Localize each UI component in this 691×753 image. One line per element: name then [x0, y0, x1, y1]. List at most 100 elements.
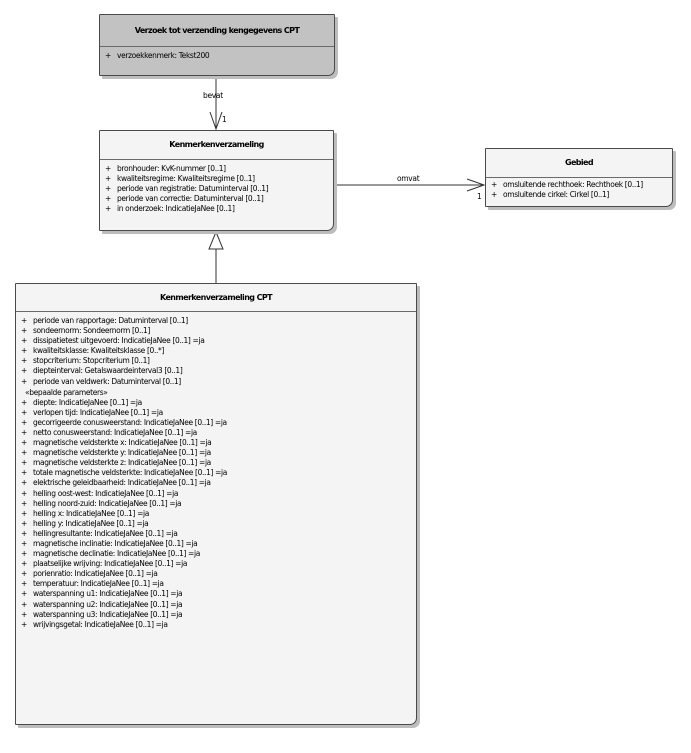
omvat-arrowhead: [466, 178, 486, 192]
attribute-compartment: + periode van rapportage: Datuminterval […: [16, 311, 416, 630]
visibility-marker: +: [21, 549, 28, 559]
visibility-marker: +: [21, 366, 28, 376]
attribute-row[interactable]: +magnetische veldsterkte x: IndicatieJaN…: [16, 438, 416, 448]
attribute-row[interactable]: +verzoekkenmerk: Tekst200: [100, 51, 334, 61]
attribute-row[interactable]: +magnetische veldsterkte z: IndicatieJaN…: [16, 458, 416, 468]
attribute-compartment: +verzoekkenmerk: Tekst200: [100, 46, 334, 75]
attribute-text: kwaliteitsregime: Kwaliteitsregime [0..1…: [117, 174, 255, 184]
attribute-row[interactable]: +kwaliteitsklasse: Kwaliteitsklasse [0..…: [16, 346, 416, 356]
attribute-text: diepteinterval: Getalswaardeinterval3 [0…: [33, 366, 183, 376]
visibility-marker: +: [491, 190, 498, 200]
attribute-text: waterspanning u2: IndicatieJaNee [0..1] …: [33, 599, 183, 609]
attribute-row[interactable]: +gecorrigeerde conusweerstand: Indicatie…: [16, 418, 416, 428]
attribute-row[interactable]: +bronhouder: KvK-nummer [0..1]: [100, 164, 333, 174]
attribute-row[interactable]: +porienratio: IndicatieJaNee [0..1] =ja: [16, 569, 416, 579]
attribute-row[interactable]: +helling y: IndicatieJaNee [0..1] =ja: [16, 519, 416, 529]
visibility-marker: +: [21, 326, 28, 336]
visibility-marker: +: [21, 478, 28, 488]
attribute-compartment: +omsluitende rechthoek: Rechthoek [0..1]…: [486, 177, 672, 200]
visibility-marker: +: [21, 579, 28, 589]
attribute-text: omsluitende cirkel: Cirkel [0..1]: [503, 190, 609, 200]
attribute-row[interactable]: +netto conusweerstand: IndicatieJaNee [0…: [16, 428, 416, 438]
attribute-row[interactable]: +magnetische inclinatie: IndicatieJaNee …: [16, 539, 416, 549]
attribute-text: sondeernorm: Sondeernorm [0..1]: [33, 326, 151, 336]
class-name: Kenmerkenverzameling: [169, 140, 264, 149]
attribute-row[interactable]: +temperatuur: IndicatieJaNee [0..1] =ja: [16, 579, 416, 589]
attribute-text: in onderzoek: IndicatieJaNee [0..1]: [117, 204, 235, 214]
attribute-text: wrijvingsgetal: IndicatieJaNee [0..1] =j…: [33, 619, 168, 629]
attribute-row[interactable]: + periode van rapportage: Datuminterval […: [16, 316, 416, 326]
class-kenmerkenverzameling-cpt[interactable]: Kenmerkenverzameling CPT + periode van ra…: [15, 283, 417, 725]
bevat-multiplicity: 1: [222, 115, 227, 124]
visibility-marker: +: [21, 336, 28, 346]
visibility-marker: +: [21, 589, 28, 599]
visibility-marker: +: [21, 498, 28, 508]
visibility-marker: +: [21, 468, 28, 478]
visibility-marker: +: [21, 417, 28, 427]
attribute-text: magnetische veldsterkte z: IndicatieJaNe…: [33, 458, 211, 468]
attribute-text: plaatselijke wrijving: IndicatieJaNee [0…: [33, 559, 188, 569]
attribute-row[interactable]: +plaatselijke wrijving: IndicatieJaNee […: [16, 559, 416, 569]
attribute-row[interactable]: +wrijvingsgetal: IndicatieJaNee [0..1] =…: [16, 620, 416, 630]
attribute-row[interactable]: + omsluitende cirkel: Cirkel [0..1]: [486, 190, 672, 200]
attribute-row[interactable]: + waterspanning u3: IndicatieJaNee [0..1]…: [16, 610, 416, 620]
attribute-text: magnetische veldsterkte x: IndicatieJaNe…: [33, 438, 212, 448]
attribute-row[interactable]: + periode van registratie: Datuminterval …: [100, 184, 333, 194]
attribute-text: helling noord-zuid: IndicatieJaNee [0..1…: [33, 498, 182, 508]
attribute-row[interactable]: +diepte: IndicatieJaNee [0..1] =ja: [16, 398, 416, 408]
visibility-marker: +: [21, 518, 28, 528]
class-name: Verzoek tot verzending kengegevens CPT: [134, 26, 300, 35]
visibility-marker: +: [21, 376, 28, 386]
attribute-row[interactable]: +verlopen tijd: IndicatieJaNee [0..1] =j…: [16, 408, 416, 418]
attribute-row[interactable]: +helling oost-west: IndicatieJaNee [0..1…: [16, 489, 416, 499]
class-name: Kenmerkenverzameling CPT: [160, 293, 273, 302]
attribute-row[interactable]: +helling x: IndicatieJaNee [0..1] =ja: [16, 509, 416, 519]
attribute-row[interactable]: + waterspanning u1: IndicatieJaNee [0..1]…: [16, 589, 416, 599]
visibility-marker: +: [21, 407, 28, 417]
attribute-text: totale magnetische veldsterkte: Indicati…: [33, 468, 227, 478]
visibility-marker: +: [21, 538, 28, 548]
visibility-marker: +: [21, 346, 28, 356]
attribute-text: periode van rapportage: Datuminterval [0…: [33, 316, 188, 325]
class-name: Gebied: [564, 158, 594, 167]
attribute-row[interactable]: +hellingresultante: IndicatieJaNee [0..1…: [16, 529, 416, 539]
attribute-row[interactable]: +magnetische declinatie: IndicatieJaNee …: [16, 549, 416, 559]
attribute-compartment: +bronhouder: KvK-nummer [0..1] +kwalitei…: [100, 159, 333, 214]
class-kenmerkenverzameling[interactable]: Kenmerkenverzameling +bronhouder: KvK-nu…: [99, 130, 334, 231]
attribute-row[interactable]: + sondeernorm: Sondeernorm [0..1]: [16, 326, 416, 336]
attribute-text: bronhouder: KvK-nummer [0..1]: [117, 164, 226, 173]
attribute-row[interactable]: +stopcriterium: Stopcriterium [0..1]: [16, 356, 416, 366]
attribute-row[interactable]: + totale magnetische veldsterkte: Indicat…: [16, 468, 416, 478]
class-gebied[interactable]: Gebied +omsluitende rechthoek: Rechthoek…: [485, 148, 673, 207]
attribute-text: waterspanning u3: IndicatieJaNee [0..1] …: [33, 609, 183, 619]
visibility-marker: +: [491, 180, 498, 189]
visibility-marker: +: [21, 508, 28, 518]
attribute-row[interactable]: +waterspanning u2: IndicatieJaNee [0..1]…: [16, 600, 416, 610]
attribute-row[interactable]: +omsluitende rechthoek: Rechthoek [0..1]: [486, 180, 672, 190]
attribute-row[interactable]: +periode van correctie: Datuminterval [0…: [100, 194, 333, 204]
attribute-text: waterspanning u1: IndicatieJaNee [0..1] …: [33, 589, 183, 599]
visibility-marker: +: [21, 609, 28, 619]
attribute-row[interactable]: + helling noord-zuid: IndicatieJaNee [0..…: [16, 499, 416, 509]
attribute-row[interactable]: + kwaliteitsregime: Kwaliteitsregime [0..…: [100, 174, 333, 184]
stereotype-label: «bepaalde parameters»: [25, 387, 108, 397]
attribute-row[interactable]: +in onderzoek: IndicatieJaNee [0..1]: [100, 204, 333, 214]
attribute-row[interactable]: + diepteinterval: Getalswaardeinterval3 […: [16, 366, 416, 376]
attribute-text: periode van registratie: Datuminterval […: [117, 184, 269, 194]
attribute-row[interactable]: +elektrische geleidbaarheid: IndicatieJa…: [16, 478, 416, 488]
visibility-marker: +: [105, 51, 112, 60]
class-verzoek-tot-verzending[interactable]: Verzoek tot verzending kengegevens CPT +…: [99, 14, 335, 76]
parameter-list: +diepte: IndicatieJaNee [0..1] =ja+verlo…: [16, 398, 416, 630]
attribute-text: periode van correctie: Datuminterval [0.…: [117, 194, 264, 204]
attribute-row[interactable]: +periode van veldwerk: Datuminterval [0.…: [16, 377, 416, 387]
visibility-marker: +: [105, 174, 112, 184]
attribute-row[interactable]: +dissipatietest uitgevoerd: IndicatieJaN…: [16, 336, 416, 346]
visibility-marker: +: [21, 448, 28, 458]
visibility-marker: +: [21, 316, 28, 325]
attribute-text: porienratio: IndicatieJaNee [0..1] =ja: [33, 569, 158, 579]
visibility-marker: +: [105, 184, 112, 194]
omvat-multiplicity: 1: [477, 192, 482, 201]
attribute-row[interactable]: +magnetische veldsterkte y: IndicatieJaN…: [16, 448, 416, 458]
attribute-text: stopcriterium: Stopcriterium [0..1]: [33, 356, 150, 366]
